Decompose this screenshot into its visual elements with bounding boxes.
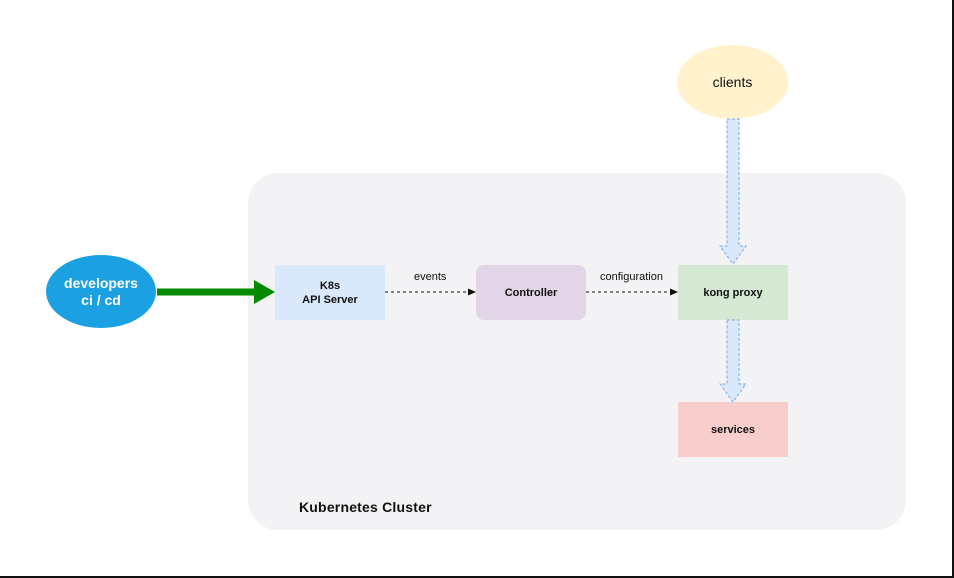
clients-node: clients — [677, 45, 788, 119]
cluster-label: Kubernetes Cluster — [299, 499, 432, 515]
k8s-api-server-node: K8s API Server — [275, 265, 385, 320]
services-node: services — [678, 402, 788, 457]
developers-node: developers ci / cd — [46, 255, 156, 328]
events-edge-label: events — [414, 271, 447, 283]
controller-node: Controller — [476, 265, 586, 320]
kubernetes-cluster-group — [248, 173, 906, 530]
kong-proxy-node: kong proxy — [678, 265, 788, 320]
configuration-edge-label: configuration — [600, 271, 663, 283]
